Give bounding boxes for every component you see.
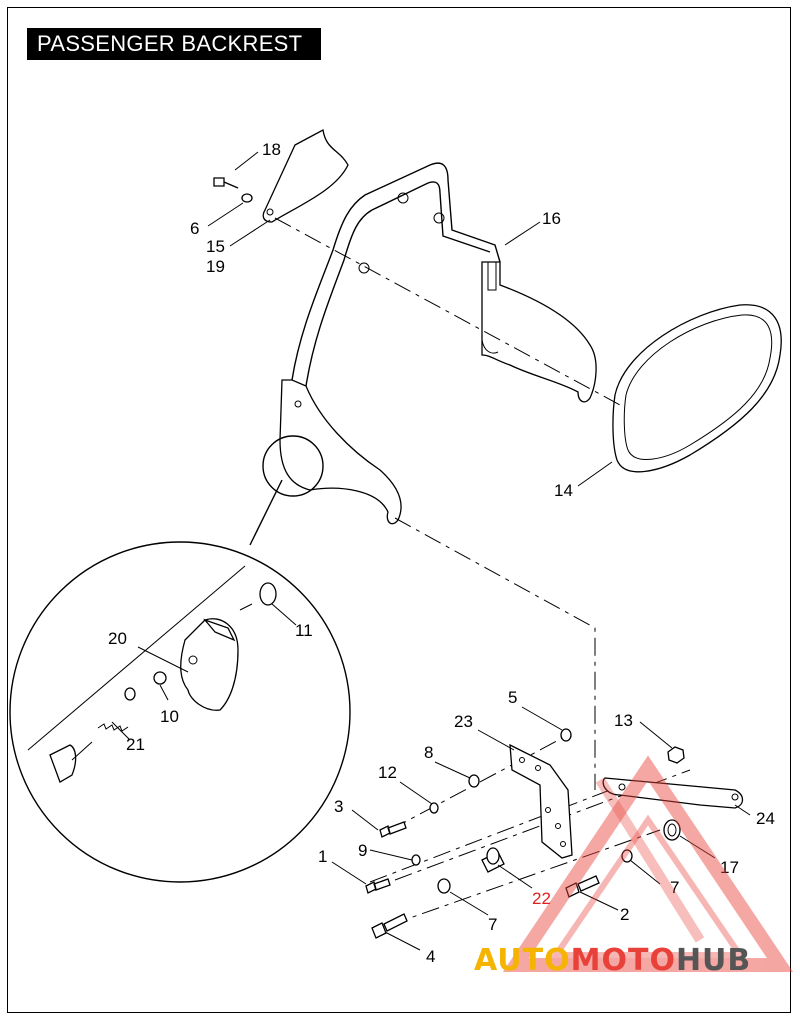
callout-9: 9	[358, 841, 367, 860]
backrest-upright	[279, 162, 501, 525]
watermark-brand-auto: AUTO	[474, 943, 571, 978]
assembly-line	[389, 829, 661, 926]
hardware	[365, 728, 685, 939]
top-bracket	[213, 128, 349, 223]
callout-2: 2	[620, 905, 629, 924]
callout-14: 14	[554, 481, 573, 500]
callout-24: 24	[756, 809, 775, 828]
assembly-line	[274, 217, 621, 406]
watermark-brand-hub: HUB	[676, 943, 751, 978]
callout-10: 10	[160, 707, 179, 726]
watermark-logo	[502, 755, 794, 972]
leader-lines	[111, 151, 751, 951]
lower-bracket	[509, 743, 573, 859]
callout-5: 5	[508, 688, 517, 707]
callout-11: 11	[295, 621, 313, 640]
callout-7-right: 7	[670, 878, 679, 897]
callout-18: 18	[262, 140, 281, 159]
callout-4: 4	[426, 947, 435, 966]
callout-1: 1	[318, 847, 327, 866]
diagram-frame	[7, 7, 791, 1013]
callout-6: 6	[190, 219, 199, 238]
assembly-line	[394, 517, 596, 790]
callout-22: 22	[532, 889, 551, 908]
backrest-plate	[481, 261, 597, 403]
assembly-line	[369, 789, 611, 883]
callout-8: 8	[424, 743, 433, 762]
diagram-title: PASSENGER BACKREST	[27, 28, 321, 60]
backrest-pad	[612, 304, 782, 473]
callout-19: 19	[206, 257, 225, 276]
callout-15: 15	[206, 237, 225, 256]
watermark-brand-moto: MOTO	[571, 943, 676, 978]
callout-13: 13	[614, 711, 633, 730]
callout-16: 16	[542, 209, 561, 228]
support-strap	[602, 777, 744, 809]
callout-7-left: 7	[488, 915, 497, 934]
callout-12: 12	[378, 763, 397, 782]
callout-3: 3	[334, 797, 343, 816]
watermark-text: AUTOMOTOHUB	[474, 943, 751, 978]
callout-20: 20	[108, 629, 127, 648]
callout-17: 17	[720, 858, 739, 877]
callout-23: 23	[454, 712, 473, 731]
detail-magnifier	[9, 435, 351, 883]
callout-21: 21	[126, 735, 145, 754]
